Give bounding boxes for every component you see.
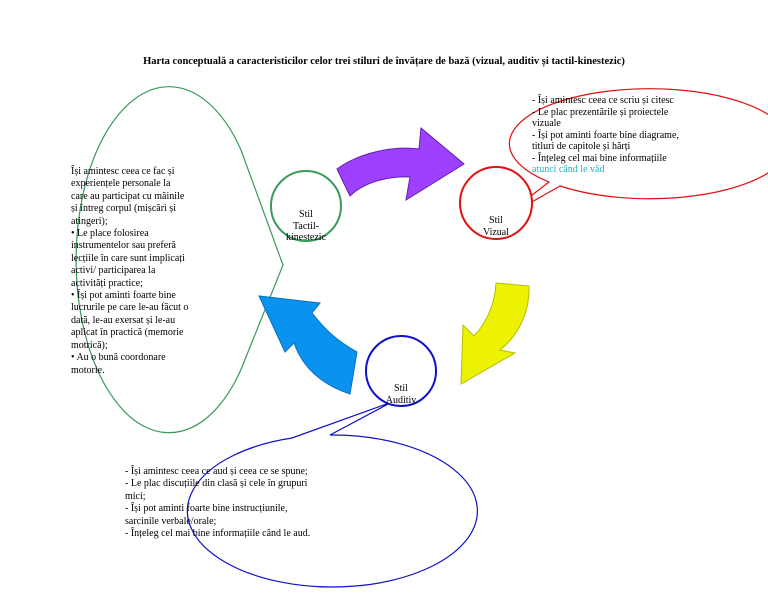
auditiv-circle	[365, 335, 437, 407]
vizual-callout-bubble	[499, 88, 768, 221]
auditiv-callout-text: - Își amintesc ceea ce aud și ceea ce se…	[125, 466, 311, 540]
vizual-circle	[459, 166, 533, 240]
auditiv-style-label: Stil Auditiv	[385, 383, 417, 406]
vizual-callout-text: - Își amintesc ceea ce scriu și citesc -…	[532, 95, 679, 175]
tactil-circle	[270, 170, 342, 242]
purple-curved-arrow	[336, 127, 465, 202]
yellow-curved-arrow	[460, 282, 530, 385]
vizual-style-label: Stil Vizual	[482, 215, 510, 238]
tactil-style-label: Stil Tactil- kinestezic	[286, 209, 326, 243]
tactil-callout-text: Își amintesc ceea ce fac și experiențele…	[71, 166, 189, 376]
auditiv-callout-bubble	[186, 401, 479, 588]
page-title: Harta conceptuală a caracteristicilor ce…	[143, 56, 625, 67]
blue-curved-arrow	[258, 295, 358, 395]
tactil-callout-bubble	[75, 86, 284, 434]
